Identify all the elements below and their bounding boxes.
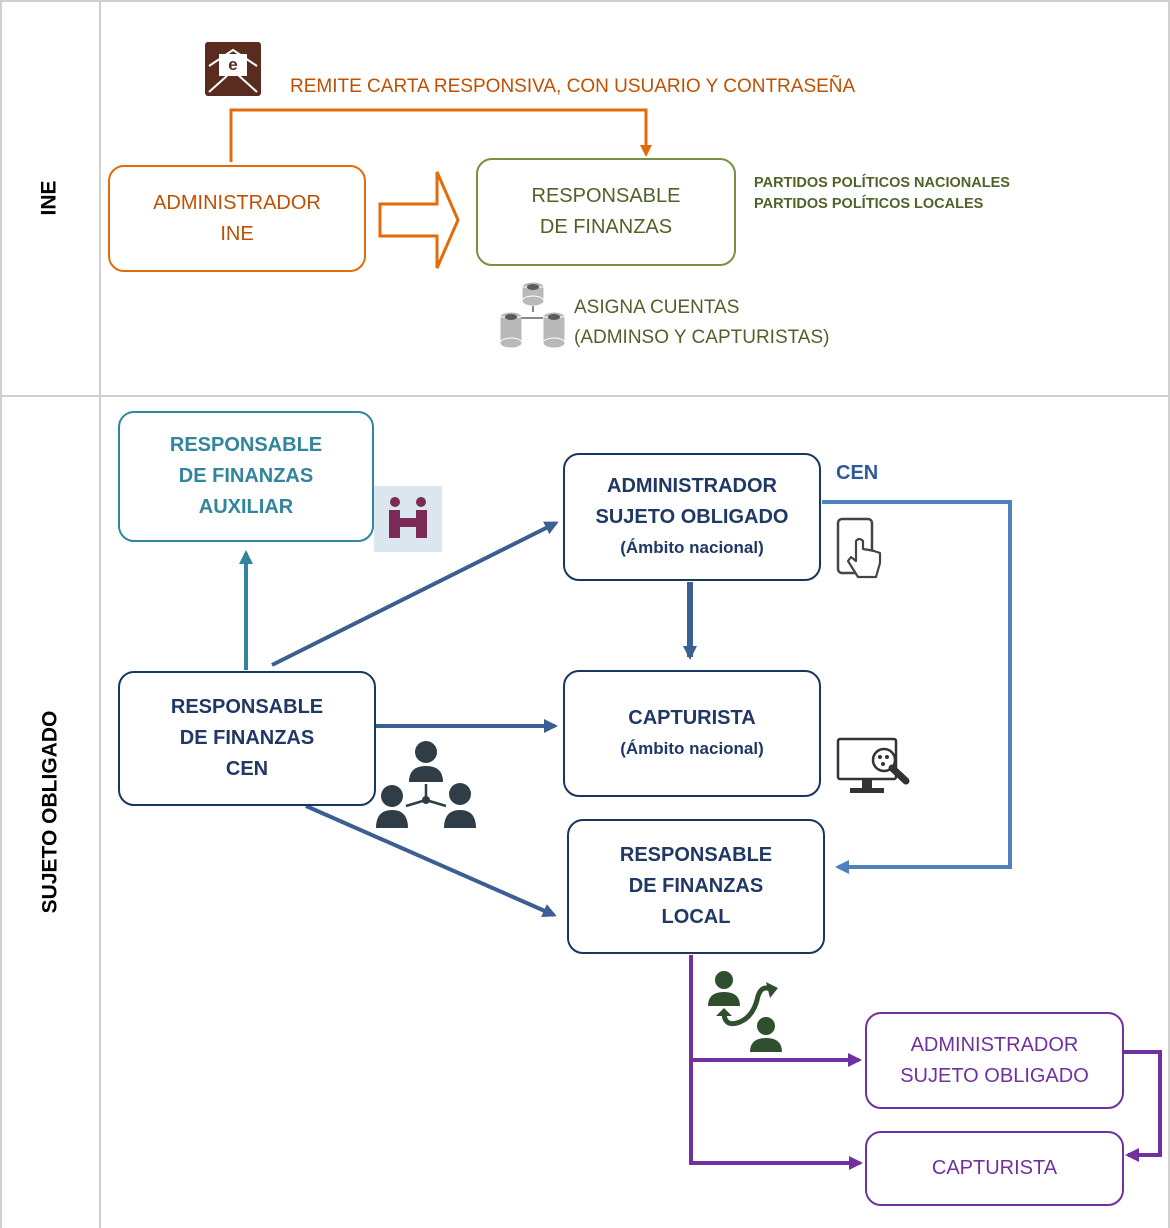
cen-box-line2: DE FINANZAS (179, 727, 315, 749)
admin-nacional-line1: ADMINISTRADOR (607, 475, 777, 497)
capturista-nacional-line1: CAPTURISTA (628, 707, 756, 729)
partidos-note: PARTIDOS POLÍTICOS NACIONALES PARTIDOS P… (754, 173, 1010, 215)
remite-arrow (229, 108, 652, 162)
admin-nacional-box: ADMINISTRADOR SUJETO OBLIGADO (Ámbito na… (563, 453, 821, 581)
responsable-finanzas-line1: RESPONSABLE (531, 185, 681, 207)
local-box-line2: DE FINANZAS (628, 875, 764, 897)
asigna-line1: ASIGNA CUENTAS (574, 297, 740, 318)
admin-nacional-line2: SUJETO OBLIGADO (595, 506, 789, 528)
admin-ine-box: ADMINISTRADOR INE (108, 165, 366, 272)
arrow-admin-to-local (822, 500, 1012, 874)
lane-label-sujeto: SUJETO OBLIGADO (0, 396, 100, 1228)
email-icon-letter: e (228, 55, 238, 74)
responsable-local-box: RESPONSABLE DE FINANZAS LOCAL (567, 819, 825, 954)
responsable-finanzas-box: RESPONSABLE DE FINANZAS (476, 158, 736, 266)
people-network-icon (376, 740, 478, 830)
block-arrow (378, 171, 460, 269)
capturista-nacional-line2: (Ámbito nacional) (620, 739, 764, 758)
cen-box-line3: CEN (225, 758, 269, 780)
admin-nacional-line3: (Ámbito nacional) (620, 538, 764, 557)
team-people-icon (374, 486, 442, 552)
aux-line1: RESPONSABLE (169, 434, 323, 456)
local-box-line3: LOCAL (661, 906, 731, 928)
database-network-icon (499, 278, 567, 352)
local-box-line1: RESPONSABLE (619, 844, 773, 866)
lane-label-ine-text: INE (37, 180, 61, 216)
capturista-local-line1: CAPTURISTA (931, 1157, 1058, 1179)
computer-search-icon (836, 737, 916, 797)
arrow-admin-local-to-capturista-local (1124, 1050, 1162, 1162)
arrow-cen-to-local (305, 804, 557, 917)
capturista-nacional-box: CAPTURISTA (Ámbito nacional) (563, 670, 821, 797)
remite-label: REMITE CARTA RESPONSIVA, CON USUARIO Y C… (290, 76, 856, 97)
responsable-auxiliar-box: RESPONSABLE DE FINANZAS AUXILIAR (118, 411, 374, 542)
admin-local-line2: SUJETO OBLIGADO (900, 1064, 1089, 1087)
aux-line2: DE FINANZAS (178, 465, 314, 487)
responsable-finanzas-line2: DE FINANZAS (539, 216, 673, 238)
partidos-line1: PARTIDOS POLÍTICOS NACIONALES (754, 175, 1010, 191)
lane-label-ine: INE (0, 0, 100, 396)
aux-line3: AUXILIAR (198, 496, 294, 518)
arrow-local-to-capturista-local (689, 1060, 863, 1170)
cen-box-line1: RESPONSABLE (170, 696, 324, 718)
admin-ine-line1: ADMINISTRADOR (153, 191, 321, 214)
capturista-local-box: CAPTURISTA (865, 1131, 1124, 1206)
arrow-cen-to-admin-nacional (271, 521, 559, 667)
admin-ine-line2: INE (220, 222, 254, 245)
admin-local-box: ADMINISTRADOR SUJETO OBLIGADO (865, 1012, 1124, 1109)
lane-label-sujeto-text: SUJETO OBLIGADO (38, 710, 62, 914)
cen-label: CEN (836, 462, 879, 484)
email-icon: e (205, 42, 261, 96)
user-transfer-icon (702, 966, 786, 1054)
responsable-cen-box: RESPONSABLE DE FINANZAS CEN (118, 671, 376, 806)
asigna-cuentas-label: ASIGNA CUENTAS (ADMINSO Y CAPTURISTAS) (574, 293, 829, 353)
partidos-line2: PARTIDOS POLÍTICOS LOCALES (754, 196, 984, 212)
admin-local-line1: ADMINISTRADOR (910, 1033, 1079, 1056)
asigna-line2: (ADMINSO Y CAPTURISTAS) (574, 327, 830, 348)
tablet-touch-icon (836, 517, 886, 583)
